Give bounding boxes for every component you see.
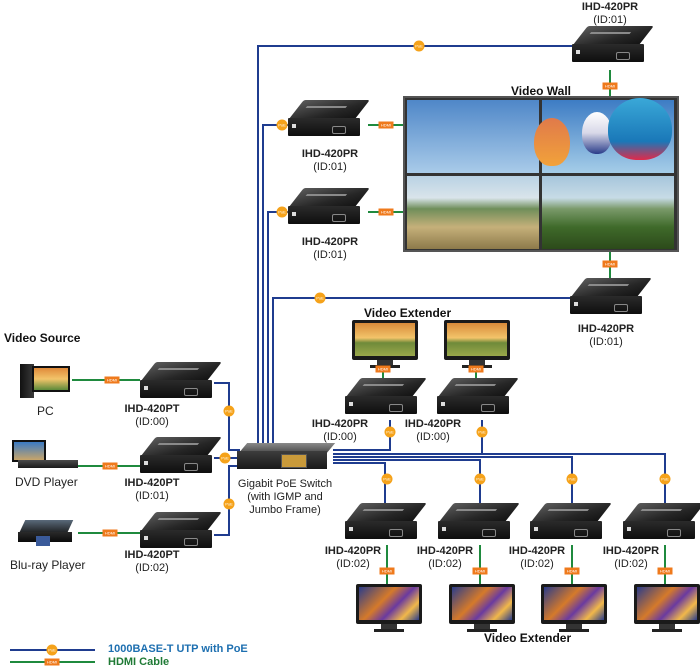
poe-badge: PoE [566,473,578,485]
monitor [444,320,510,370]
switch-ports [281,454,307,468]
poe-badge: PoE [219,452,231,464]
hdmi-badge: HDMI [379,567,395,575]
utp-cable-wall-receiver-3 [267,211,288,452]
transmitter-label: IHD-420PT(ID:01) [124,477,180,502]
utp-cable-ext-bottom-2 [333,459,481,510]
receiver-label: IHD-420PR(ID:01) [301,236,359,261]
receiver-label: IHD-420PR(ID:01) [577,323,635,348]
poe-badge: PoE [384,426,396,438]
source-label-pc: PC [37,404,54,418]
video-wall-panel [542,176,674,249]
bluray-player-icon [16,520,76,550]
legend-hdmi-label: HDMI Cable [108,656,170,668]
poe-badge: PoE [474,473,486,485]
video-wall-title: Video Wall [511,84,572,98]
legend-utp-label: 1000BASE-T UTP with PoE [108,643,248,655]
video-extender-top-title: Video Extender [364,306,452,320]
legend-poe-badge: PoE [46,644,58,656]
utp-cable-wall-receiver-4 [272,297,575,452]
poe-switch [237,443,336,473]
monitor [356,584,422,634]
video-source-title: Video Source [4,331,81,345]
receiver-device [623,503,700,543]
poe-badge: PoE [276,206,288,218]
video-extender-bottom-title: Video Extender [484,631,572,645]
receiver-device [437,378,519,418]
receiver-device [345,378,427,418]
video-wall-panel [407,100,539,173]
utp-cable-ext-bottom-4 [333,453,666,510]
monitor [541,584,607,634]
dvd-player-icon [10,440,80,470]
poe-badge: PoE [413,40,425,52]
receiver-device [288,100,370,140]
receiver-label: IHD-420PR(ID:02) [324,545,382,570]
video-wall [403,96,679,252]
utp-cable-tx-1 [214,382,240,451]
poe-badge: PoE [659,473,671,485]
receiver-device [345,503,427,543]
video-wall-panel [534,98,674,173]
monitor [352,320,418,370]
receiver-device [288,188,370,228]
receiver-device [572,26,654,66]
hdmi-badge: HDMI [657,567,673,575]
hdmi-badge: HDMI [602,260,618,268]
hdmi-badge: HDMI [375,365,391,373]
transmitter-device [140,362,222,402]
hdmi-badge: HDMI [102,529,118,537]
transmitter-label: IHD-420PT(ID:00) [124,403,180,428]
poe-badge: PoE [381,473,393,485]
hdmi-badge: HDMI [378,208,394,216]
transmitter-label: IHD-420PT(ID:02) [124,549,180,574]
utp-cable-wall-receiver-2 [262,124,288,452]
receiver-label: IHD-420PR(ID:00) [404,418,462,443]
poe-badge: PoE [276,119,288,131]
poe-badge: PoE [223,405,235,417]
poe-badge: PoE [223,498,235,510]
receiver-label: IHD-420PR(ID:02) [508,545,566,570]
receiver-label: IHD-420PR(ID:01) [301,148,359,173]
receiver-label: IHD-420PR(ID:00) [311,418,369,443]
switch-label: Gigabit PoE Switch (with IGMP and Jumbo … [237,478,333,516]
receiver-label: IHD-420PR(ID:01) [581,1,639,26]
hdmi-badge: HDMI [104,376,120,384]
monitor [449,584,515,634]
transmitter-device [140,512,222,552]
hdmi-badge: HDMI [602,82,618,90]
receiver-device [570,278,652,318]
receiver-device [530,503,612,543]
monitor [634,584,700,634]
receiver-label: IHD-420PR(ID:02) [416,545,474,570]
transmitter-device [140,437,222,477]
source-label-bluray-player: Blu-ray Player [10,558,86,572]
hdmi-badge: HDMI [472,567,488,575]
hdmi-badge: HDMI [564,567,580,575]
receiver-label: IHD-420PR(ID:02) [602,545,660,570]
receiver-device [438,503,520,543]
legend-hdmi-badge: HDMI [44,658,60,666]
utp-cable-ext-bottom-1 [333,462,386,510]
video-wall-panel [407,176,539,249]
hdmi-badge: HDMI [378,121,394,129]
hdmi-badge: HDMI [102,462,118,470]
hdmi-badge: HDMI [468,365,484,373]
utp-cable-ext-bottom-3 [333,456,573,510]
utp-cable-wall-receiver-1 [257,45,575,452]
poe-badge: PoE [314,292,326,304]
poe-badge: PoE [476,426,488,438]
source-label-dvd-player: DVD Player [15,475,78,489]
pc-icon [20,362,72,400]
